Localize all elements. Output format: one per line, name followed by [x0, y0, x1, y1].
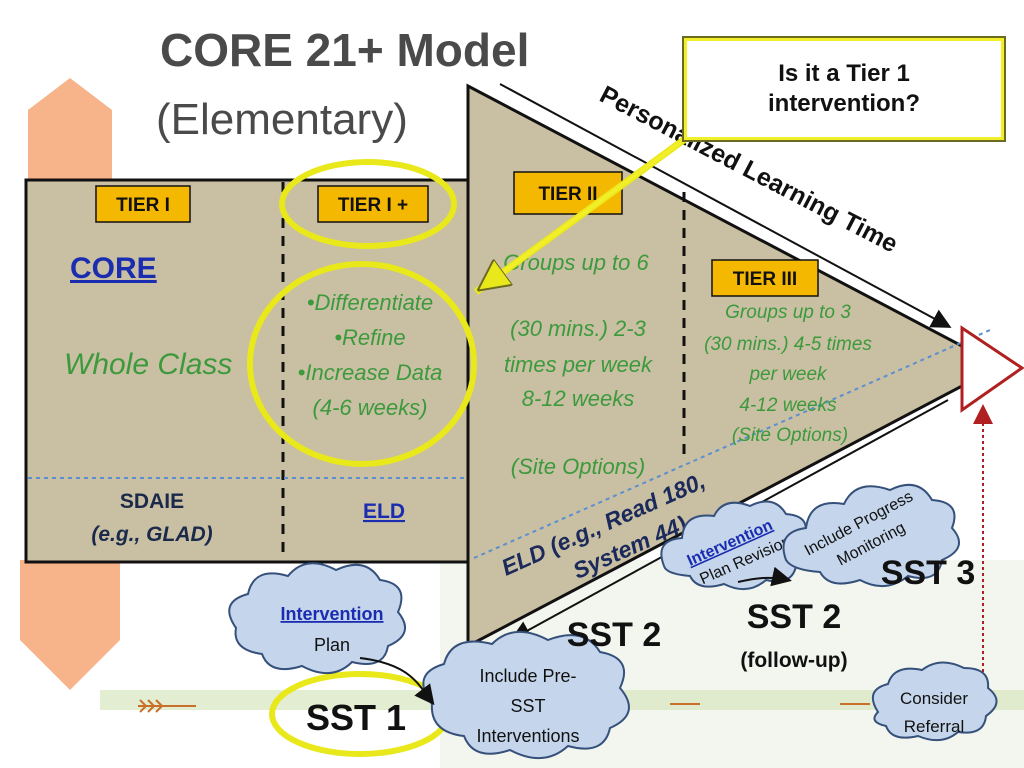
- sst3-label: SST 3: [881, 554, 975, 592]
- tier3-item: (30 mins.) 4-5 times: [704, 334, 872, 355]
- tier1plus-item: •Increase Data: [298, 360, 443, 385]
- cloud-intervention-plan[interactable]: Intervention Plan: [228, 562, 407, 674]
- tier1plus-item: (4-6 weeks): [313, 395, 428, 420]
- tier2-list: Groups up to 6 (30 mins.) 2-3 times per …: [503, 250, 653, 479]
- page-subtitle: (Elementary): [156, 95, 408, 144]
- highlight-tier1plus: [279, 159, 457, 249]
- cloud-pre-sst: Include Pre- SST Interventions: [422, 630, 630, 760]
- tier2-box: [513, 171, 623, 215]
- tier3-label: TIER III: [733, 269, 797, 290]
- core-text: Whole Class: [64, 348, 232, 381]
- sdaie-example: (e.g., GLAD): [91, 523, 212, 546]
- plt-arrow: [499, 83, 952, 328]
- callout-text: Is it a Tier 1 intervention?: [767, 60, 920, 117]
- tier2-item: times per week: [504, 352, 653, 377]
- cloud-plan-text: Plan: [314, 635, 350, 655]
- tier3-item: 4-12 weeks: [739, 395, 837, 416]
- cloud-pre-sst-line: Interventions: [476, 726, 579, 746]
- highlight-tier1plus-items: [247, 261, 477, 467]
- tier2-item: (30 mins.) 2-3: [510, 316, 646, 341]
- triangle-dotted-line: [473, 329, 991, 559]
- tier1plus-item: •Differentiate: [307, 290, 433, 315]
- cloud-plan-link[interactable]: Intervention: [280, 604, 383, 624]
- tier2-item: 8-12 weeks: [522, 386, 635, 411]
- tier2-item: (Site Options): [511, 454, 646, 479]
- cloud-pre-sst-line: Include Pre-: [479, 666, 576, 686]
- tier1plus-list: •Differentiate •Refine •Increase Data (4…: [298, 290, 443, 420]
- tier2-label: TIER II: [538, 184, 597, 205]
- tier1-box: [95, 185, 191, 223]
- eld-link[interactable]: ELD: [363, 500, 405, 523]
- core-link[interactable]: CORE: [70, 252, 157, 285]
- left-chevron-decor: [20, 78, 120, 690]
- red-triangle: [960, 325, 1024, 413]
- tier1plus-box: [317, 185, 429, 223]
- tier1plus-label: TIER I +: [338, 195, 408, 216]
- cloud-consider-referral[interactable]: Consider Referral: [871, 661, 998, 742]
- tier1-label: TIER I: [116, 195, 170, 216]
- tier3-list: Groups up to 3 (30 mins.) 4-5 times per …: [704, 302, 872, 446]
- cloud-pre-sst-line: SST: [510, 696, 545, 716]
- tier3-box: [711, 259, 819, 297]
- cloud-progress-monitoring: Include Progress Monitoring: [782, 483, 961, 587]
- band-arrow-decor: [138, 699, 870, 713]
- tier1plus-item: •Refine: [334, 325, 405, 350]
- tier3-item: Groups up to 3: [725, 302, 851, 323]
- sst2-label: SST 2: [567, 616, 661, 654]
- plan-to-presst-arrow: [359, 657, 435, 706]
- callout-pointer: [484, 126, 702, 286]
- sst1-label: SST 1: [306, 697, 406, 738]
- revision-to-progress-arrow: [737, 566, 792, 587]
- page-title: CORE 21+ Model: [160, 24, 529, 76]
- sdaie-label: SDAIE: [120, 490, 184, 513]
- cloud-referral-line: Referral: [904, 717, 964, 736]
- followup-label: (follow-up): [740, 649, 847, 672]
- tier3-item: (Site Options): [732, 425, 848, 446]
- cloud-referral-line: Consider: [900, 689, 968, 708]
- tier3-item: per week: [748, 364, 828, 385]
- sst2-followup-label: SST 2: [747, 598, 841, 636]
- callout-box: Is it a Tier 1 intervention?: [682, 36, 1006, 142]
